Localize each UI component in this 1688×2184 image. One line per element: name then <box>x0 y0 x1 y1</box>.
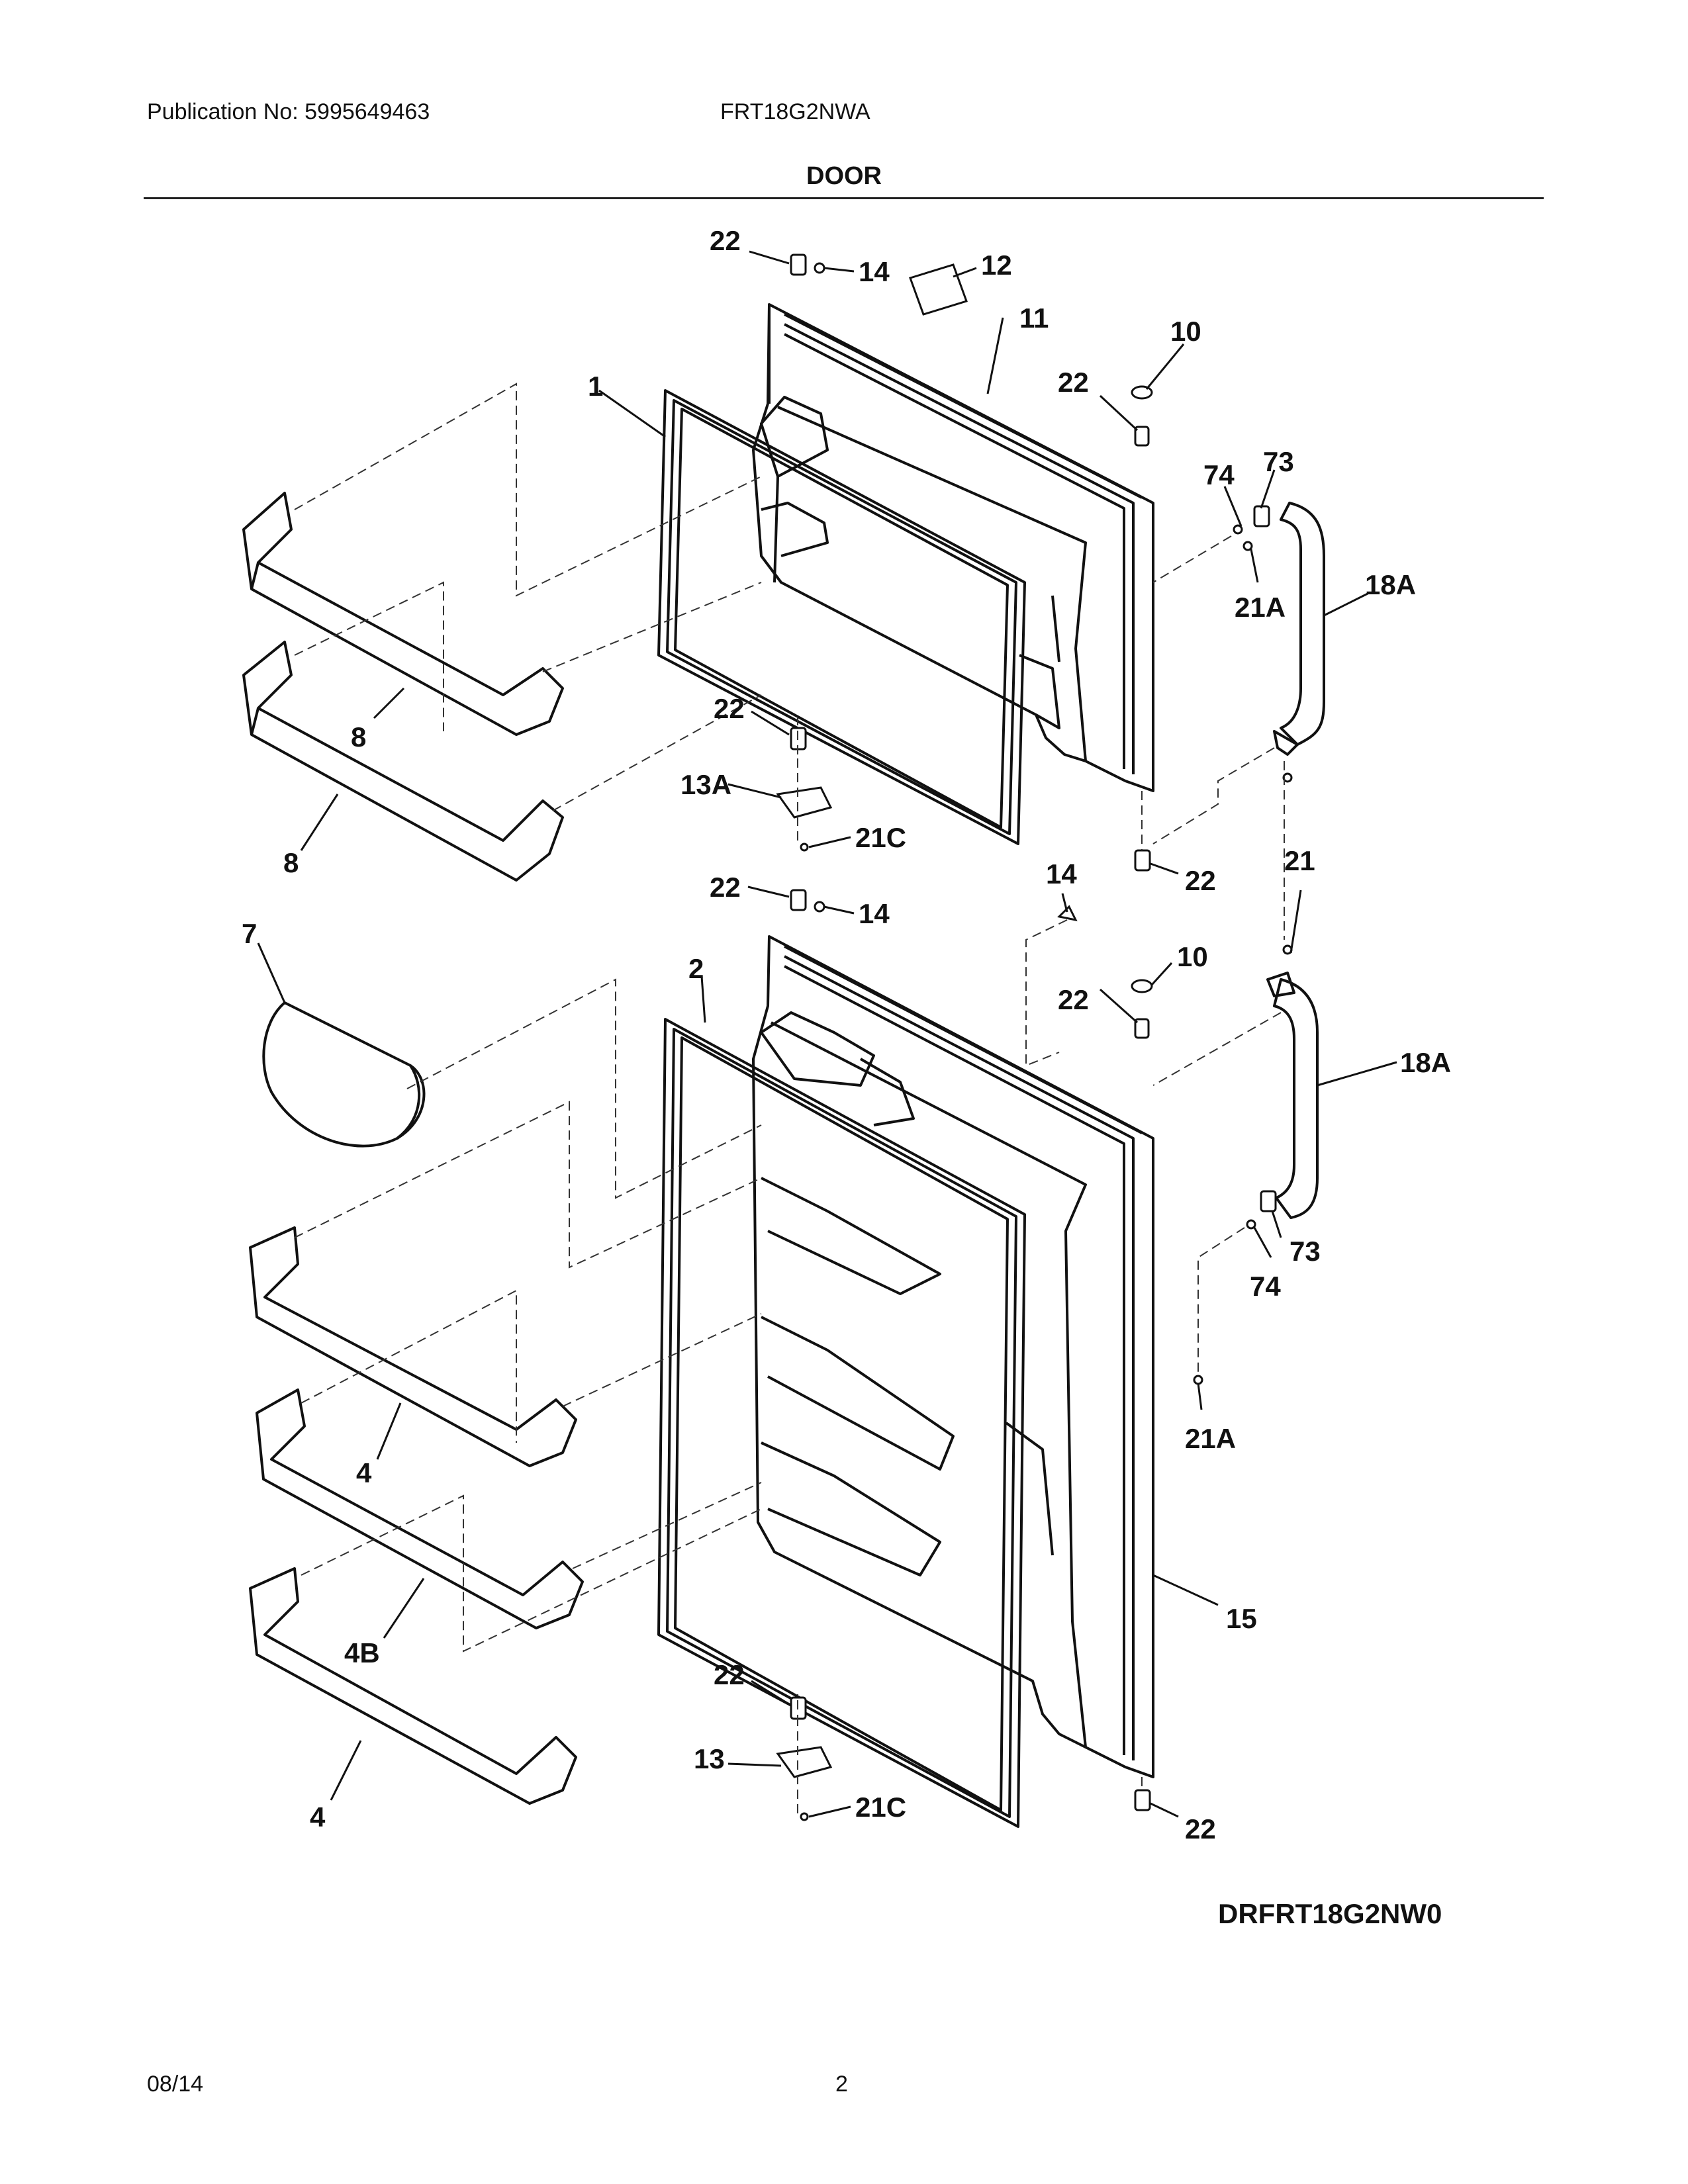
callout-label: 22 <box>714 693 745 724</box>
callout-label: 1 <box>588 371 603 402</box>
callout-label: 21C <box>855 1792 906 1823</box>
shelf-4-lower <box>249 1567 577 1805</box>
publication-number: Publication No: 5995649463 <box>147 99 430 124</box>
callout-label: 12 <box>981 250 1012 281</box>
assembly-lines <box>294 383 1285 1813</box>
callout-label: 10 <box>1170 316 1201 347</box>
freezer-door-11 <box>752 303 1154 792</box>
callout-label: 14 <box>859 256 890 287</box>
callout-label: 11 <box>1019 302 1049 334</box>
callout-label: 2 <box>688 953 704 984</box>
callout-label: 22 <box>1058 367 1089 398</box>
callout-label: 10 <box>1177 941 1208 972</box>
callout-label: 18A <box>1400 1047 1451 1078</box>
callout-label: 8 <box>283 847 299 878</box>
shelf-8-lower <box>242 641 564 882</box>
callout-label: 8 <box>351 721 366 752</box>
callout-label: 22 <box>710 872 741 903</box>
model-number: FRT18G2NWA <box>720 99 870 124</box>
callout-labels: 22 14 12 11 10 22 1 74 73 18A 21A 8 22 8… <box>242 225 1451 1844</box>
callout-label: 13 <box>694 1743 725 1774</box>
callout-label: 21A <box>1185 1423 1236 1454</box>
callout-label: 74 <box>1250 1271 1281 1302</box>
footer-date: 08/14 <box>147 2071 204 2097</box>
fresh-food-door-15 <box>752 935 1154 1778</box>
callout-label: 21C <box>855 822 906 853</box>
callout-label: 74 <box>1203 459 1235 490</box>
callout-label: 7 <box>242 918 257 949</box>
leader-lines <box>257 250 1397 1818</box>
callout-label: 73 <box>1263 446 1294 477</box>
shelf-4-upper <box>249 1226 577 1467</box>
callout-label: 22 <box>1185 865 1216 896</box>
callout-label: 22 <box>714 1659 745 1690</box>
header-rule <box>144 197 1544 199</box>
handle-18a-lower <box>1266 972 1319 1219</box>
callout-label: 21A <box>1235 592 1286 623</box>
callout-label: 21 <box>1284 845 1315 876</box>
callout-label: 4B <box>344 1637 380 1668</box>
handle-18a-upper <box>1273 502 1325 756</box>
callout-label: 4 <box>356 1457 372 1488</box>
callout-label: 13A <box>680 769 731 800</box>
callout-label: 14 <box>859 898 890 929</box>
callout-label: 22 <box>1058 984 1089 1015</box>
page-number: 2 <box>835 2071 848 2097</box>
fresh-food-gasket-2 <box>657 1018 1026 1828</box>
callout-label: 4 <box>310 1801 326 1833</box>
callout-label: 18A <box>1365 569 1416 600</box>
freezer-gasket-1 <box>657 389 1026 845</box>
callout-label: 15 <box>1226 1603 1257 1634</box>
callout-label: 73 <box>1289 1236 1321 1267</box>
callout-label: 14 <box>1046 858 1077 889</box>
page-title: DOOR <box>806 162 882 190</box>
shelf-8-upper <box>242 492 564 736</box>
callout-label: 22 <box>1185 1813 1216 1844</box>
diagram-code: DRFRT18G2NW0 <box>1218 1898 1442 1929</box>
bin-7 <box>262 1001 426 1148</box>
callout-label: 22 <box>710 225 741 256</box>
shelf-4b <box>256 1388 584 1629</box>
hardware-parts <box>776 253 1293 1821</box>
